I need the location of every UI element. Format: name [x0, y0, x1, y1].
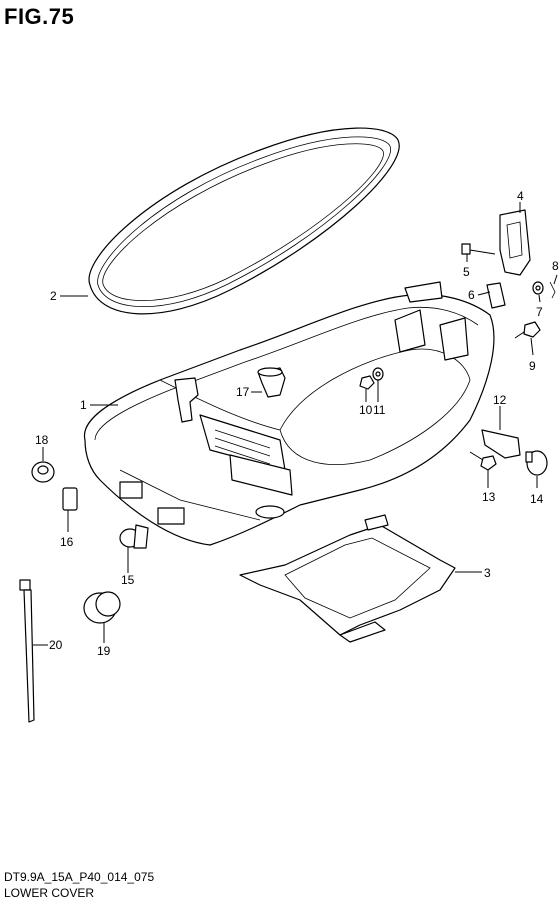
- callout-3: 3: [484, 566, 491, 580]
- part-11-washer: [372, 367, 384, 381]
- part-7-washer: [532, 281, 544, 295]
- part-18-grommet: [31, 461, 55, 483]
- callout-6: 6: [468, 288, 475, 302]
- callout-14: 14: [530, 492, 544, 506]
- part-9-screw: [514, 321, 541, 339]
- callout-19: 19: [97, 644, 111, 658]
- callout-5: 5: [463, 265, 470, 279]
- callout-17: 17: [236, 385, 250, 399]
- part-8-pin: [549, 281, 556, 299]
- part-3-bracket-frame: [239, 514, 456, 643]
- callout-1: 1: [80, 398, 87, 412]
- callout-16: 16: [60, 535, 74, 549]
- part-12-clamp: [481, 429, 521, 459]
- callout-4: 4: [517, 189, 524, 203]
- callout-10: 10: [359, 403, 373, 417]
- part-10-nut: [359, 375, 375, 390]
- callout-12: 12: [493, 393, 507, 407]
- leader-lines: [33, 202, 558, 646]
- part-2-seal-ring: [88, 127, 400, 315]
- callout-2: 2: [50, 289, 57, 303]
- callout-20: 20: [49, 638, 63, 652]
- callout-15: 15: [121, 573, 135, 587]
- part-4-hinge-bracket: [499, 209, 531, 276]
- drawing-code: DT9.9A_15A_P40_014_075: [4, 870, 155, 884]
- part-14-cap: [525, 450, 548, 476]
- callout-8: 8: [552, 259, 559, 273]
- callout-11: 11: [373, 403, 386, 417]
- part-6-clip: [486, 282, 506, 309]
- callout-9: 9: [529, 359, 536, 373]
- part-1-lower-cover: [83, 281, 495, 546]
- part-20-cable-tie: [19, 579, 35, 723]
- part-13-screw: [469, 451, 497, 471]
- part-5-bolt: [461, 243, 496, 255]
- figure-title: FIG.75: [4, 4, 75, 29]
- part-17-plug: [257, 367, 286, 398]
- part-19-grommet: [83, 591, 121, 624]
- section-name: LOWER COVER: [4, 886, 95, 900]
- part-15-grommet-clip: [119, 524, 149, 549]
- callout-labels: 2 1 3 4 5 6 7 8 9 10 11 12 13 14 15 16 1…: [35, 189, 559, 658]
- callout-7: 7: [536, 305, 543, 319]
- callout-18: 18: [35, 433, 49, 447]
- callout-13: 13: [482, 490, 496, 504]
- part-16-clip: [62, 487, 78, 511]
